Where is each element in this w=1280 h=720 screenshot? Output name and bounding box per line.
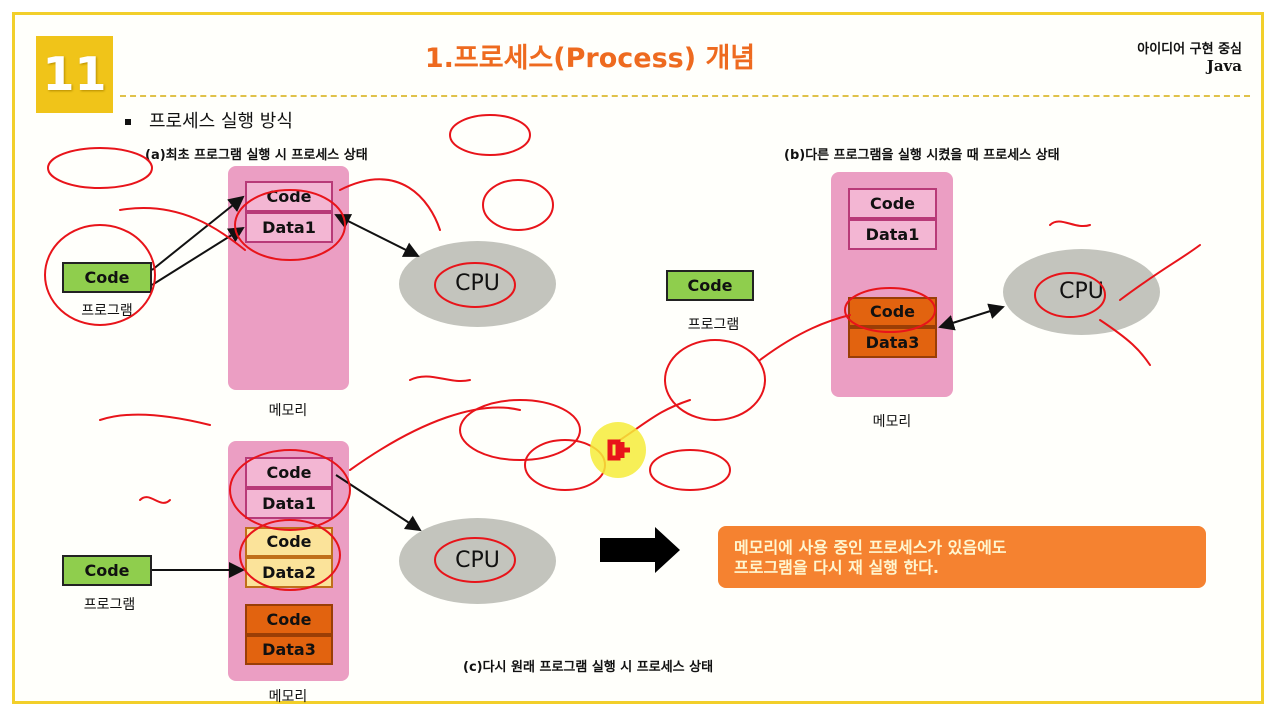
callout-note: 메모리에 사용 중인 프로세스가 있음에도 프로그램을 다시 재 실행 한다. — [718, 526, 1206, 588]
callout-line1: 메모리에 사용 중인 프로세스가 있음에도 — [734, 538, 1007, 557]
memory-code-c3: Code — [245, 604, 333, 635]
memory-data1-c: Data1 — [245, 488, 333, 519]
program-label-a: 프로그램 — [81, 303, 133, 319]
bullet-item: 프로세스 실행 방식 — [125, 107, 293, 133]
bullet-text: 프로세스 실행 방식 — [149, 111, 293, 132]
memory-code-c1: Code — [245, 457, 333, 488]
cpu-c: CPU — [399, 518, 556, 604]
memory-code-b2: Code — [848, 297, 937, 327]
program-code-c: Code — [62, 555, 152, 586]
memory-label-b: 메모리 — [872, 414, 912, 430]
series-label: 아이디어 구현 중심 Java — [1137, 38, 1242, 75]
caption-a: (a)최초 프로그램 실행 시 프로세스 상태 — [145, 148, 368, 163]
program-code-a: Code — [62, 262, 152, 293]
slide-frame — [12, 12, 1264, 704]
memory-label-a: 메모리 — [268, 403, 308, 419]
cpu-b: CPU — [1003, 249, 1160, 335]
memory-code-b1: Code — [848, 188, 937, 219]
title-divider — [120, 95, 1250, 97]
program-code-b: Code — [666, 270, 754, 301]
program-label-c: 프로그램 — [83, 597, 136, 613]
caption-c: (c)다시 원래 프로그램 실행 시 프로세스 상태 — [463, 660, 714, 675]
memory-data1-a: Data1 — [245, 212, 333, 243]
slide-number-badge: 11 — [36, 36, 113, 113]
caption-b: (b)다른 프로그램을 실행 시켰을 때 프로세스 상태 — [784, 148, 1060, 163]
cpu-a: CPU — [399, 241, 556, 327]
memory-code-c2: Code — [245, 527, 333, 557]
bullet-icon — [125, 119, 131, 125]
pen-annotations — [44, 114, 1201, 591]
arrow-a-cpu — [334, 214, 420, 257]
slide-title: 1.프로세스(Process) 개념 — [424, 43, 756, 74]
cursor-cross-icon — [607, 439, 630, 461]
memory-data3-c: Data3 — [245, 635, 333, 665]
arrow-a-data — [151, 226, 245, 286]
arrow-b-cpu — [938, 303, 1005, 331]
memory-label-c: 메모리 — [268, 689, 308, 705]
series-line1: 아이디어 구현 중심 — [1137, 42, 1242, 57]
memory-data1-b: Data1 — [848, 219, 937, 250]
arrow-a-code — [151, 195, 245, 271]
program-label-b: 프로그램 — [687, 317, 740, 333]
big-right-arrow-icon — [600, 527, 680, 573]
callout-line2: 프로그램을 다시 재 실행 한다. — [734, 558, 939, 577]
series-line2: Java — [1206, 57, 1242, 75]
